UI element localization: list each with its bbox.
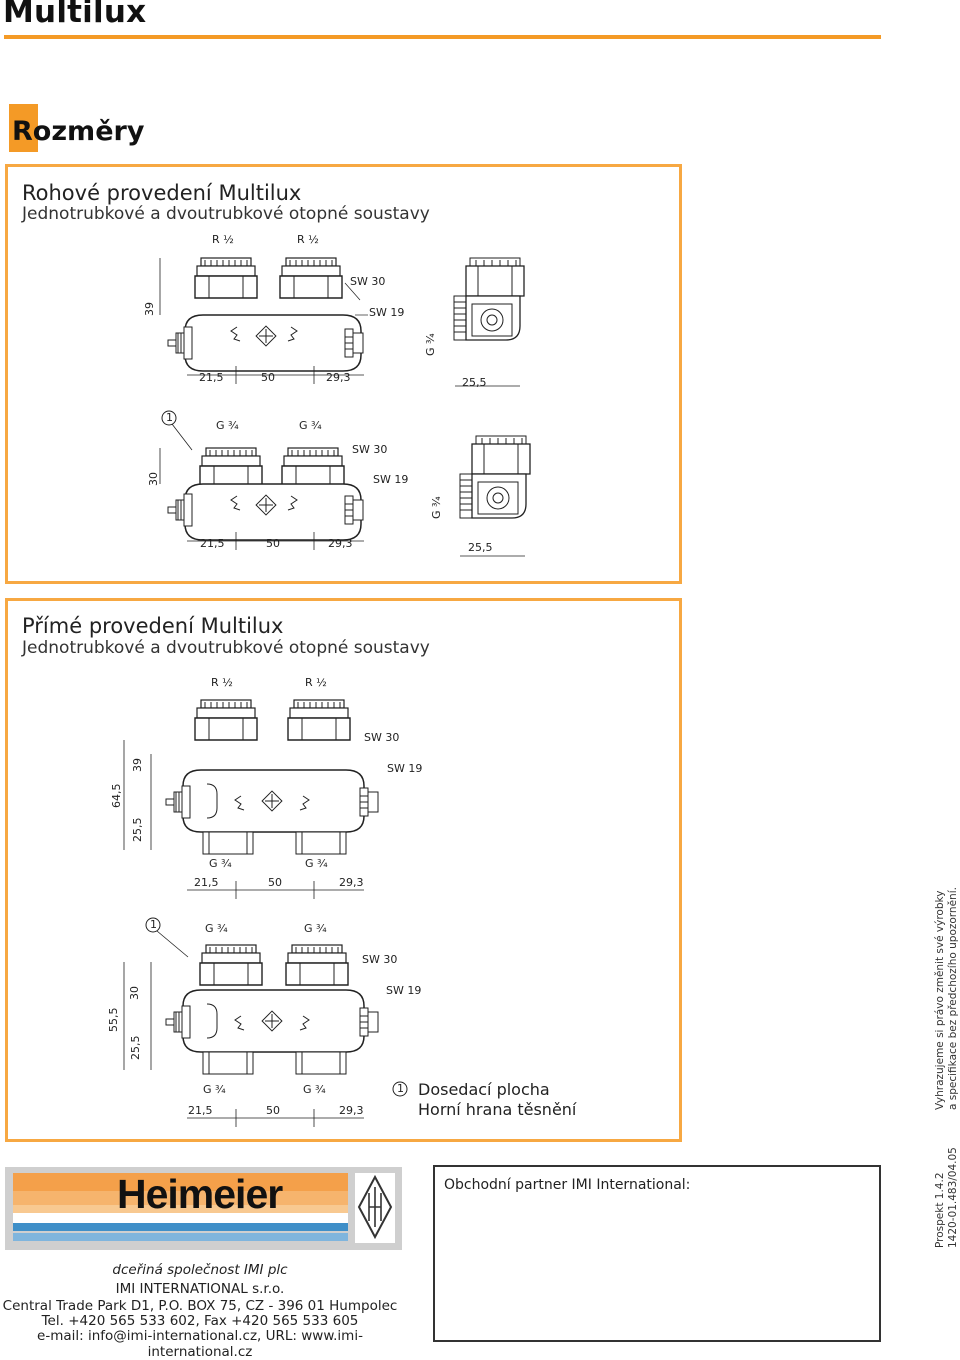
d3-thread-left: R ½ xyxy=(211,676,233,689)
d2-marker: 1 xyxy=(166,411,173,424)
legend-marker: 1 xyxy=(397,1082,404,1095)
d3-dim-b: 50 xyxy=(268,876,282,889)
panel-straight-subtitle: Jednotrubkové a dvoutrubkové otopné sous… xyxy=(22,638,430,658)
d2-dim-c: 29,3 xyxy=(328,537,353,550)
d1-dim-b: 50 xyxy=(261,371,275,384)
d1-dim-c: 29,3 xyxy=(326,371,351,384)
tagline: dceřiná společnost IMI plc xyxy=(112,1262,288,1278)
d2-thread-left: G ¾ xyxy=(216,419,239,432)
drawing-corner-2 xyxy=(159,410,531,557)
d1-side-thread: G ¾ xyxy=(424,333,437,356)
title-rule xyxy=(4,35,881,39)
drawing-straight-1 xyxy=(123,699,379,899)
panel-straight xyxy=(5,598,682,1142)
heimeier-logo: Heimeier xyxy=(5,1167,402,1250)
panel-straight-title: Přímé provedení Multilux xyxy=(22,614,284,638)
d2-dim-b: 50 xyxy=(266,537,280,550)
d1-dim-d: 25,5 xyxy=(462,376,487,389)
company-phone: Tel. +420 565 533 602, Fax +420 565 533 … xyxy=(41,1313,359,1329)
partner-box xyxy=(433,1165,881,1342)
d4-height-top: 30 xyxy=(128,986,141,1000)
company-address: Central Trade Park D1, P.O. BOX 75, CZ -… xyxy=(2,1298,398,1314)
d2-dim-d: 25,5 xyxy=(468,541,493,554)
d2-side-thread: G ¾ xyxy=(430,496,443,519)
company-contact: e-mail: info@imi-international.cz, URL: … xyxy=(37,1328,363,1360)
d1-thread-right: R ½ xyxy=(297,233,319,246)
d4-dim-c: 29,3 xyxy=(339,1104,364,1117)
legend-line-1: Dosedací plocha xyxy=(418,1080,550,1099)
d4-sw19: SW 19 xyxy=(386,984,422,997)
d2-sw19: SW 19 xyxy=(373,473,409,486)
company-name: IMI INTERNATIONAL s.r.o. xyxy=(115,1281,285,1297)
panel-corner-title: Rohové provedení Multilux xyxy=(22,181,302,205)
brand-name: Heimeier xyxy=(117,1171,283,1217)
section-accent-block xyxy=(9,104,38,152)
d3-bottom-left: G ¾ xyxy=(209,857,232,870)
d4-bottom-right: G ¾ xyxy=(303,1083,326,1096)
page-title: Multilux xyxy=(3,0,147,30)
d4-height-outer: 55,5 xyxy=(107,1007,120,1033)
d2-dim-a: 21,5 xyxy=(200,537,225,550)
d4-height-bottom: 25,5 xyxy=(129,1035,142,1061)
d3-dim-c: 29,3 xyxy=(339,876,364,889)
panel-corner xyxy=(5,164,682,584)
d1-thread-left: R ½ xyxy=(212,233,234,246)
d1-dim-a: 21,5 xyxy=(199,371,224,384)
d3-height-outer: 64,5 xyxy=(110,783,123,809)
d3-dim-a: 21,5 xyxy=(194,876,219,889)
d3-sw19: SW 19 xyxy=(387,762,423,775)
d1-sw19: SW 19 xyxy=(369,306,405,319)
d2-thread-right: G ¾ xyxy=(299,419,322,432)
d4-dim-b: 50 xyxy=(266,1104,280,1117)
section-title: Rozměry xyxy=(12,116,145,147)
legend-line-2: Horní hrana těsnění xyxy=(418,1100,577,1119)
side-note-line-1: Vyhrazujeme si právo změnit své výrobky xyxy=(934,890,946,1110)
d3-height-bottom: 25,5 xyxy=(131,817,144,843)
document-code: 1420-01.483/04.05 xyxy=(947,1147,959,1248)
d2-height: 30 xyxy=(147,472,160,486)
d3-height-top: 39 xyxy=(131,758,144,772)
d3-bottom-right: G ¾ xyxy=(305,857,328,870)
d1-height: 39 xyxy=(143,302,156,316)
prospekt-number: Prospekt 1.4.2 xyxy=(934,1172,946,1248)
d4-bottom-left: G ¾ xyxy=(203,1083,226,1096)
d2-sw30: SW 30 xyxy=(352,443,388,456)
d4-dim-a: 21,5 xyxy=(188,1104,213,1117)
d3-sw30: SW 30 xyxy=(364,731,400,744)
side-note-line-2: a specifikace bez předchozího upozornění… xyxy=(947,887,959,1110)
d4-thread-left: G ¾ xyxy=(205,922,228,935)
partner-label: Obchodní partner IMI International: xyxy=(444,1177,691,1193)
drawing-corner-1 xyxy=(159,257,525,387)
panel-corner-subtitle: Jednotrubkové a dvoutrubkové otopné sous… xyxy=(22,204,430,224)
d4-thread-right: G ¾ xyxy=(304,922,327,935)
drawing-straight-2 xyxy=(123,917,408,1127)
d1-sw30: SW 30 xyxy=(350,275,386,288)
d3-thread-right: R ½ xyxy=(305,676,327,689)
d4-marker: 1 xyxy=(150,918,157,931)
d4-sw30: SW 30 xyxy=(362,953,398,966)
